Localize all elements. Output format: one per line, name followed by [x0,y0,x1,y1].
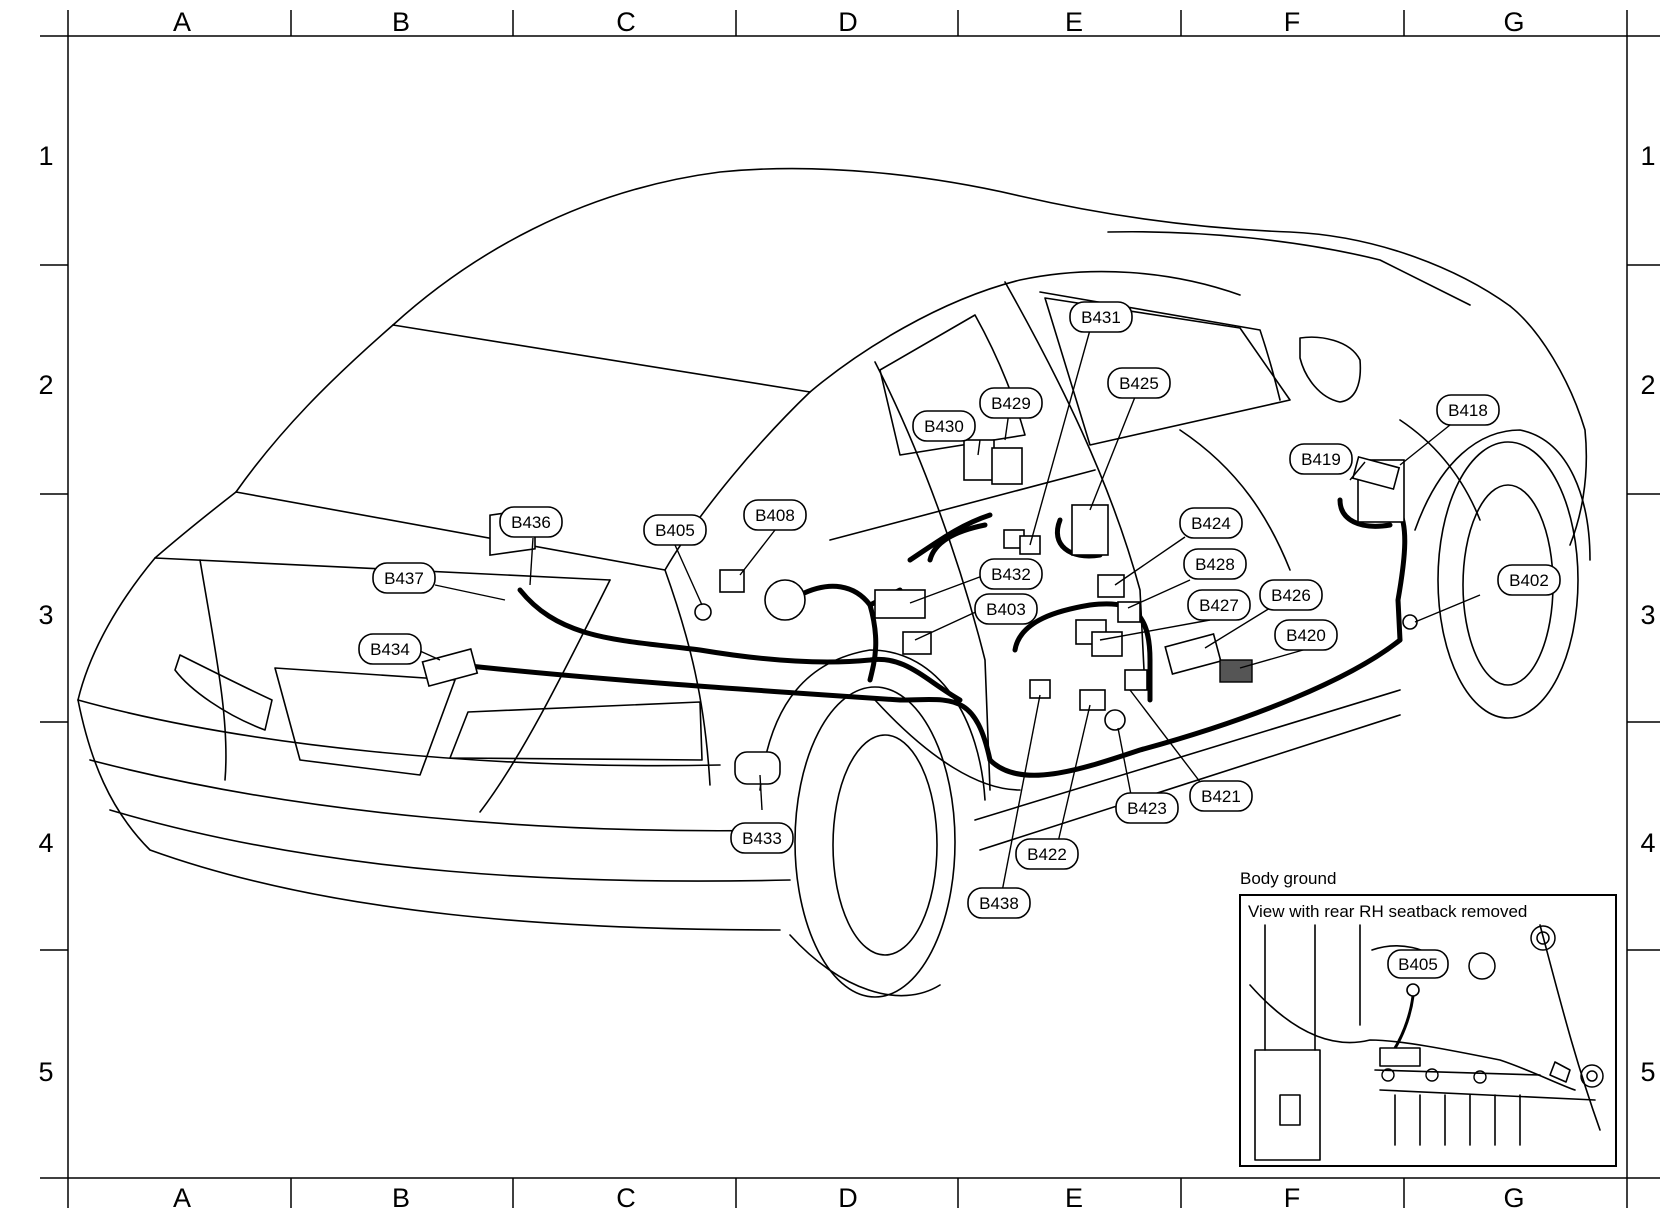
callout-B427: B427 [1199,596,1239,615]
column-label-top: A [173,7,191,37]
callout-B437: B437 [384,569,424,588]
callout-B434: B434 [370,640,410,659]
row-label-left: 2 [38,370,53,400]
callout-B428: B428 [1195,555,1235,574]
car-body-outline [77,167,1591,998]
callout-B402: B402 [1509,571,1549,590]
callout-B438: B438 [979,894,1019,913]
row-label-left: 1 [38,141,53,171]
row-label-right: 5 [1640,1057,1655,1087]
callout-B431: B431 [1081,308,1121,327]
column-label-bottom: G [1503,1183,1524,1213]
column-label-top: F [1284,7,1301,37]
column-label-top: B [392,7,410,37]
column-label-bottom: D [838,1183,858,1213]
callout-B429: B429 [991,394,1031,413]
connector-shapes [421,439,1418,785]
callout-B403: B403 [986,600,1026,619]
column-label-bottom: F [1284,1183,1301,1213]
column-label-top: C [616,7,636,37]
callout-B426: B426 [1271,586,1311,605]
column-label-bottom: E [1065,1183,1083,1213]
row-label-right: 4 [1640,828,1655,858]
callout-B420: B420 [1286,626,1326,645]
column-label-top: E [1065,7,1083,37]
column-label-bottom: B [392,1183,410,1213]
callout-B430: B430 [924,417,964,436]
callout-B418: B418 [1448,401,1488,420]
callout-B433: B433 [742,829,782,848]
callout-B405: B405 [655,521,695,540]
column-label-bottom: A [173,1183,191,1213]
row-label-left: 5 [38,1057,53,1087]
leader-lines [419,329,1481,903]
inset-caption: Body ground [1240,869,1336,888]
callout-B424: B424 [1191,514,1231,533]
row-label-left: 4 [38,828,53,858]
row-label-right: 2 [1640,370,1655,400]
grid-frame [40,10,1660,1208]
callout-B419: B419 [1301,450,1341,469]
callout-B432: B432 [991,565,1031,584]
inset-callout-B405: B405 [1398,955,1438,974]
inset-title: View with rear RH seatback removed [1248,902,1527,921]
callout-B408: B408 [755,506,795,525]
column-label-top: G [1503,7,1524,37]
callout-B436: B436 [511,513,551,532]
row-label-right: 1 [1640,141,1655,171]
column-label-bottom: C [616,1183,636,1213]
body-ground-inset: Body ground View with rear RH seatback r… [1239,869,1617,1167]
callout-B423: B423 [1127,799,1167,818]
connector-callouts: B436 B437 B434 B405 B408 B433 B430 B429 … [358,301,1561,919]
row-label-right: 3 [1640,600,1655,630]
row-label-left: 3 [38,600,53,630]
column-label-top: D [838,7,858,37]
callout-B421: B421 [1201,787,1241,806]
callout-B425: B425 [1119,374,1159,393]
callout-B422: B422 [1027,845,1067,864]
